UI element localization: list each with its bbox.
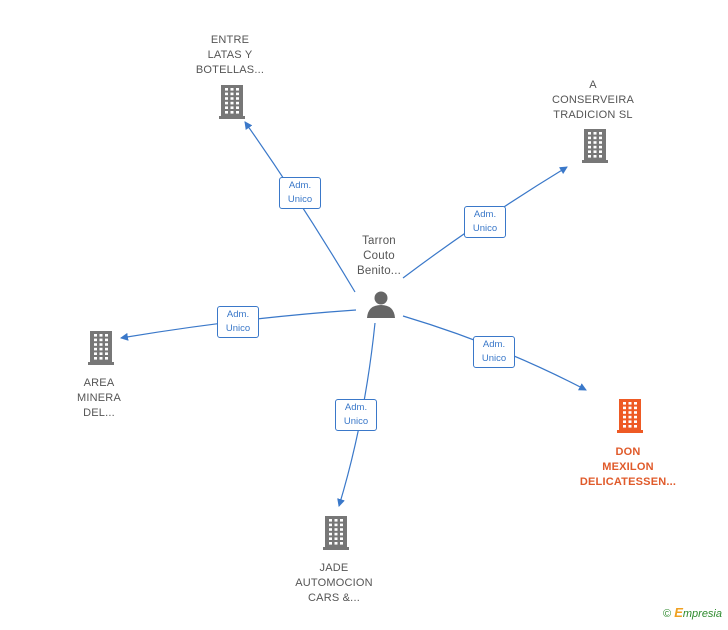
company-label-jade-automocion[interactable]: JADE AUTOMOCION CARS &...	[269, 561, 399, 606]
company-label-line: A	[589, 79, 597, 91]
company-label-line: DELICATESSEN...	[579, 476, 677, 488]
edge-label-line: Unico	[343, 416, 369, 427]
company-label-line: ENTRE	[210, 34, 250, 46]
company-label-line: CONSERVEIRA	[551, 94, 635, 106]
center-label-line: Tarron	[362, 235, 396, 247]
edge-label-don-mexilon[interactable]: Adm. Unico	[473, 336, 515, 368]
edge-label-entre-latas[interactable]: Adm. Unico	[279, 177, 321, 209]
company-label-line: TRADICION SL	[553, 109, 633, 121]
company-label-line: MINERA	[77, 392, 121, 404]
center-label-line: Couto	[363, 250, 395, 262]
edge-label-line: Adm.	[473, 209, 497, 220]
company-label-don-mexilon[interactable]: DON MEXILON DELICATESSEN...	[563, 445, 693, 490]
edge-label-line: Adm.	[344, 402, 368, 413]
edge-label-line: Unico	[472, 223, 498, 234]
brand-logo-text: mpresia	[682, 608, 722, 620]
edge-label-line: Adm.	[482, 339, 506, 350]
copyright-symbol: ©	[663, 608, 672, 620]
edge-label-line: Unico	[481, 353, 507, 364]
building-icon-don-mexilon[interactable]	[617, 399, 643, 433]
building-icon-jade-automocion[interactable]	[323, 516, 349, 550]
edge-label-line: Adm.	[288, 180, 312, 191]
company-label-line: AUTOMOCION	[295, 577, 373, 589]
center-label-line: Benito...	[357, 265, 401, 277]
edge-label-a-conserveira[interactable]: Adm. Unico	[464, 206, 506, 238]
brand-logo-initial: E	[674, 605, 683, 620]
company-label-area-minera[interactable]: AREA MINERA DEL...	[34, 376, 164, 421]
footer-brand: © Empresia	[663, 605, 722, 620]
building-icon-area-minera[interactable]	[88, 331, 114, 365]
edge-label-area-minera[interactable]: Adm. Unico	[217, 306, 259, 338]
company-label-line: MEXILON	[602, 461, 654, 473]
company-label-line: JADE	[319, 562, 349, 574]
company-label-a-conserveira[interactable]: A CONSERVEIRA TRADICION SL	[528, 78, 658, 123]
company-label-line: DON	[615, 446, 641, 458]
company-label-line: DEL...	[83, 407, 115, 419]
company-label-entre-latas[interactable]: ENTRE LATAS Y BOTELLAS...	[165, 33, 295, 78]
edge-label-jade-automocion[interactable]: Adm. Unico	[335, 399, 377, 431]
building-icon-a-conserveira[interactable]	[582, 129, 608, 163]
edge-label-line: Adm.	[226, 309, 250, 320]
person-icon[interactable]	[367, 291, 395, 319]
company-label-line: BOTELLAS...	[195, 64, 265, 76]
edge-label-line: Unico	[225, 323, 251, 334]
company-label-line: CARS &...	[308, 592, 360, 604]
company-label-line: AREA	[83, 377, 115, 389]
building-icon-entre-latas[interactable]	[219, 85, 245, 119]
company-label-line: LATAS Y	[207, 49, 253, 61]
edge-label-line: Unico	[287, 194, 313, 205]
